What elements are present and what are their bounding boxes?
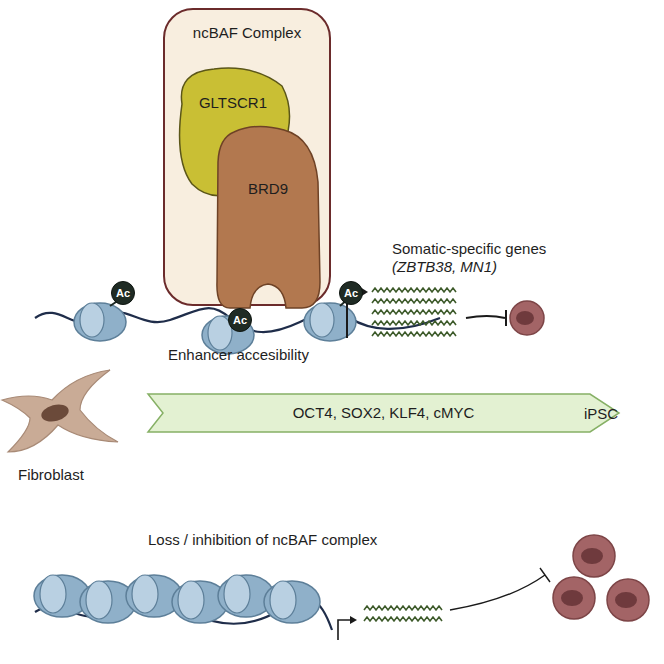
inhibition-bar: [505, 310, 507, 326]
fibroblast-cell: [2, 370, 118, 452]
node-label: Ac: [344, 287, 358, 300]
gene-names: (ZBTB38, MN1): [392, 258, 497, 275]
transcription-arrow: [338, 620, 352, 640]
mrna-strand: [364, 606, 442, 610]
mrna-strand: [372, 310, 456, 314]
mrna-strand: [372, 332, 456, 336]
mrna: [364, 606, 442, 621]
arrow-head: [350, 616, 357, 624]
reprogramming-band: OCT4, SOX2, KLF4, cMYC: [147, 393, 620, 433]
node-label: Ac: [233, 314, 247, 327]
nucleosome: [74, 298, 126, 341]
cell: [607, 579, 649, 621]
mrna-strand: [372, 299, 456, 303]
node-label: Ac: [116, 287, 130, 300]
mrna-strand: [372, 321, 456, 325]
region-label: Enhancer accesibility: [168, 346, 309, 363]
acetyl-mark: Ac: [111, 281, 135, 305]
condition-label: Loss / inhibition of ncBAF complex: [148, 531, 377, 548]
node-label: BRD9: [214, 180, 322, 197]
acetyl-mark: Ac: [339, 281, 363, 305]
cell-label: iPSC: [584, 405, 618, 422]
complex-title: ncBAF Complex: [165, 24, 329, 41]
inhibition-bar: [540, 568, 550, 582]
node-label: GLTSCR1: [172, 94, 294, 111]
protein-blob: BRD9: [214, 122, 322, 310]
mrna: [372, 288, 456, 336]
node-label: OCT4, SOX2, KLF4, cMYC: [293, 404, 475, 421]
complex-box: ncBAF ComplexGLTSCR1BRD9: [163, 8, 331, 306]
mrna-strand: [364, 617, 442, 621]
cell: [553, 577, 595, 619]
acetyl-mark: Ac: [228, 308, 252, 332]
cell: [510, 301, 544, 335]
nucleosome: [264, 581, 320, 623]
inhibition-line: [466, 316, 505, 318]
mrna-strand: [372, 288, 456, 292]
inhibition-line: [450, 575, 545, 610]
blob-outline: [214, 122, 322, 310]
compact-chromatin: [34, 575, 332, 630]
cell: [573, 535, 615, 577]
gene-label: Somatic-specific genes: [392, 240, 546, 257]
cell-label: Fibroblast: [18, 466, 84, 483]
